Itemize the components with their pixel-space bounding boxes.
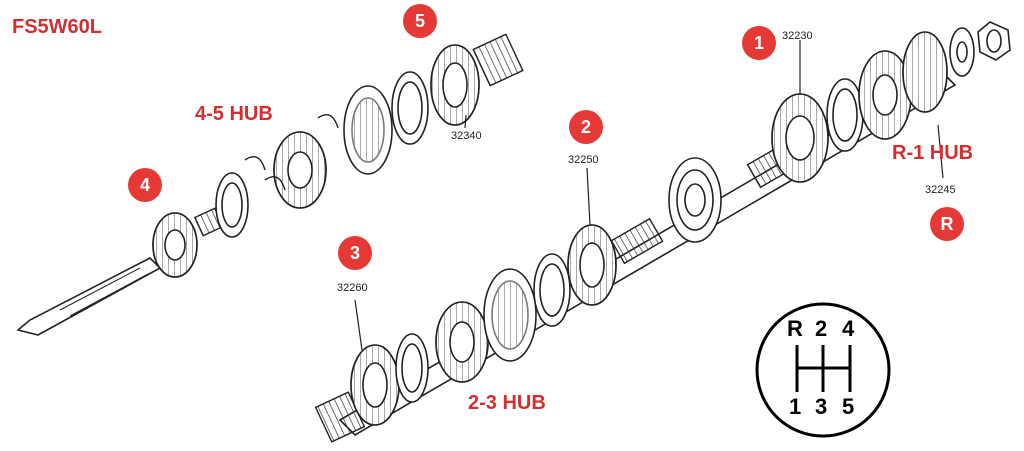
synchro-ring-1 [826,78,864,152]
shift-label-2: 2 [815,316,828,341]
synchro-ring-2 [533,253,571,327]
hub-r-1 [858,50,912,140]
shift-label-3: 3 [815,394,828,419]
synchro-ring-4 [215,172,249,238]
shift-label-5: 5 [842,394,855,419]
sleeve-2-3 [483,268,537,362]
splined-section [610,217,664,265]
leader-lines [354,40,944,351]
model-title: FS5W60L [12,16,103,38]
hub-r-1-label: R-1 HUB [892,142,974,164]
input-shaft [16,257,162,336]
snap-rings [244,114,339,191]
gear-badge-3: 3 [338,236,372,270]
hub-2-3 [435,301,489,383]
gear-badge-reverse: R [930,207,964,241]
gear-badge-1: 1 [742,26,776,60]
needle-bearing-5 [472,33,524,87]
hub-2-3-label: 2-3 HUB [468,392,546,414]
shift-label-1: 1 [789,394,802,419]
part-number-32245: 32245 [925,184,956,196]
hub-4-5 [273,131,327,209]
part-number-32260: 32260 [337,282,368,294]
part-number-32340: 32340 [451,130,482,142]
synchro-ring-3 [395,333,429,403]
center-bearing [668,157,722,243]
gear-1 [771,93,829,183]
synchro-ring-5 [391,71,429,145]
nut [977,21,1011,61]
washer [949,27,975,77]
gear-3 [350,344,400,426]
sleeve-4-5 [343,85,393,175]
gear-4 [152,212,198,278]
gear-reverse [902,31,948,113]
gear-5 [430,44,480,126]
shift-label-r: R [787,316,803,341]
gear-badge-5: 5 [403,4,437,38]
part-number-32230: 32230 [782,30,813,42]
shift-label-4: 4 [842,316,855,341]
shift-pattern-diagram [755,302,891,438]
hub-4-5-label: 4-5 HUB [195,103,273,125]
gear-2 [567,224,617,306]
gear-badge-4: 4 [128,168,162,202]
gear-badge-2: 2 [569,110,603,144]
part-number-32250: 32250 [568,154,599,166]
